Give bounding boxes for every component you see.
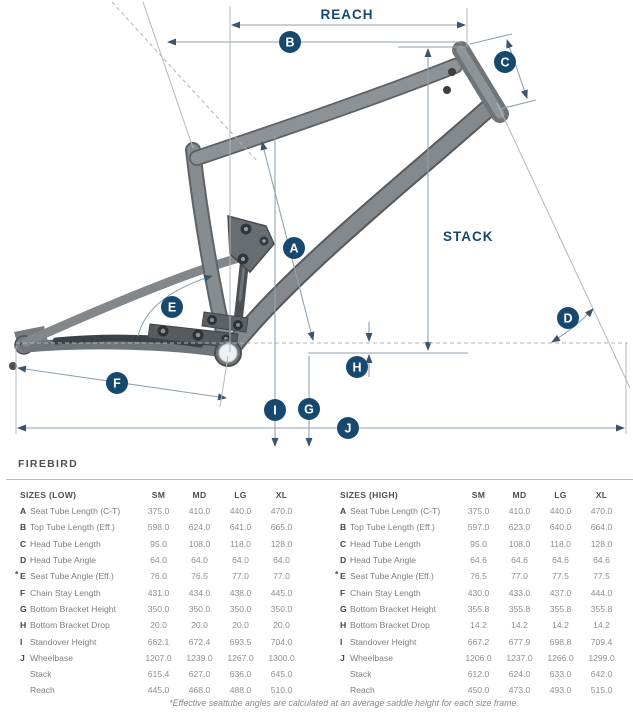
table-header-row: SIZES (HIGH) SM MD LG XL <box>340 487 626 503</box>
table-row: Reach 450.0 473.0 493.0 515.0 <box>350 685 613 696</box>
stack-label: STACK <box>443 229 494 244</box>
seat-angle-arc <box>137 275 213 337</box>
marker-d: D <box>557 307 579 329</box>
head-tube-length-dim-line <box>506 39 528 99</box>
column-header-xl: XL <box>595 490 608 500</box>
bb-tick-line <box>219 355 229 408</box>
marker-b: B <box>279 31 301 53</box>
table-title: SIZES (HIGH) <box>340 490 399 500</box>
svg-text:C: C <box>500 56 509 70</box>
reach-label: REACH <box>320 7 373 22</box>
marker-j: J <box>337 417 359 439</box>
svg-text:D: D <box>563 312 572 326</box>
head-tube-top-tick <box>469 33 513 45</box>
table-title: SIZES (LOW) <box>20 490 77 500</box>
table-row: Stack 612.0 624.0 633.0 642.0 <box>350 669 613 680</box>
seattube-angle-footnote: *Effective seattube angles are calculate… <box>169 698 519 708</box>
dimension-lines <box>15 1 631 447</box>
frame-geometry-diagram: REACH STACK B C A E D H F I G J <box>9 1 631 447</box>
svg-text:F: F <box>113 377 121 391</box>
column-header-sm: SM <box>151 490 166 500</box>
column-header-md: MD <box>512 490 527 500</box>
marker-a: A <box>283 237 305 259</box>
seat-axis-dashed-line <box>111 1 259 163</box>
svg-text:H: H <box>352 361 361 375</box>
column-header-lg: LG <box>234 490 247 500</box>
svg-text:J: J <box>345 422 352 436</box>
marker-f: F <box>106 372 128 394</box>
bike-frame-illustration <box>9 41 509 370</box>
svg-text:A: A <box>289 242 298 256</box>
column-header-lg: LG <box>554 490 567 500</box>
table-header-row: SIZES (LOW) SM MD LG XL <box>20 487 306 503</box>
divider <box>6 479 633 480</box>
model-title: FIREBIRD <box>18 458 78 470</box>
marker-i: I <box>264 399 286 421</box>
seat-axis-solid-line <box>142 1 194 149</box>
column-header-md: MD <box>192 490 207 500</box>
column-header-xl: XL <box>275 490 288 500</box>
head-tube-bottom-tick <box>495 99 537 111</box>
dimension-labels: REACH STACK B C A E D H F I G J <box>106 7 579 439</box>
svg-text:E: E <box>168 301 176 315</box>
svg-text:B: B <box>285 36 294 50</box>
svg-text:G: G <box>304 403 314 417</box>
marker-e: E <box>161 296 183 318</box>
table-row: Reach 445.0 468.0 488.0 510.0 <box>30 685 293 696</box>
head-axis-extension-line <box>496 102 631 389</box>
svg-text:I: I <box>273 404 276 418</box>
marker-c: C <box>494 51 516 73</box>
marker-g: G <box>298 398 320 420</box>
table-row: Stack 615.4 627.0 636.0 645.0 <box>30 669 293 680</box>
marker-h: H <box>346 356 368 378</box>
column-header-sm: SM <box>471 490 486 500</box>
